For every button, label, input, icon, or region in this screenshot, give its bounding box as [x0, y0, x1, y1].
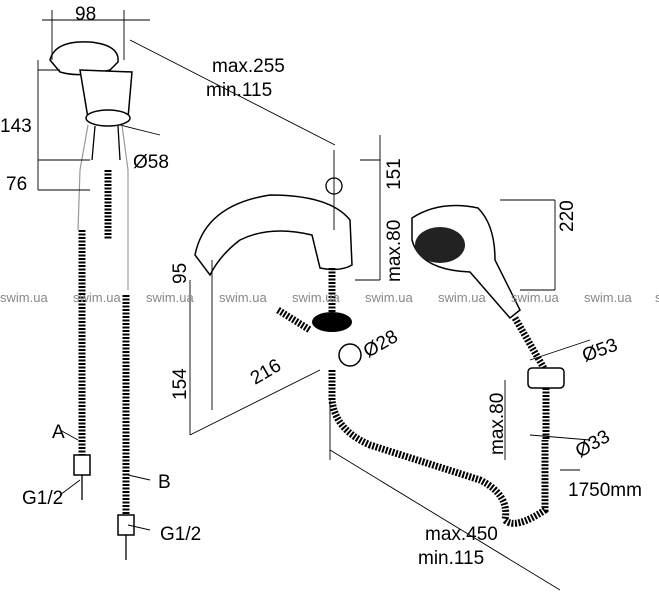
- spout-drawing: [194, 150, 362, 367]
- dim-hose-reach-max: max.450: [425, 524, 498, 545]
- shower-holder-drawing: [527, 367, 565, 440]
- dim-spout-outlet-height: 95: [170, 263, 191, 284]
- watermark: swim.ua: [219, 290, 267, 305]
- dim-hose-reach-min: min.115: [418, 548, 484, 569]
- hand-shower-drawing: [411, 204, 549, 372]
- watermark: swim.ua: [511, 290, 559, 305]
- hose-b-label: B: [158, 472, 171, 493]
- dim-spout-shank-diameter: Ø28: [360, 326, 402, 362]
- hose-a-label: A: [52, 422, 65, 443]
- watermark: swim.ua: [655, 290, 659, 305]
- watermark: swim.ua: [584, 290, 632, 305]
- dim-lever-width: 98: [75, 4, 96, 25]
- shower-hose-drawing: [328, 370, 549, 527]
- watermark: swim.ua: [0, 290, 48, 305]
- thread-b-label: G1/2: [160, 524, 201, 545]
- watermark: swim.ua: [365, 290, 413, 305]
- dim-shower-head-length: 220: [557, 200, 578, 232]
- dim-spout-shank-max: max.80: [384, 220, 405, 282]
- thread-a-label: G1/2: [22, 488, 63, 509]
- mixer-lever-drawing: [49, 41, 133, 290]
- watermark: swim.ua: [146, 290, 194, 305]
- watermark-row: swim.ua swim.ua swim.ua swim.ua swim.ua …: [0, 290, 659, 305]
- dim-holder-diameter: Ø53: [580, 335, 621, 367]
- watermark: swim.ua: [73, 290, 121, 305]
- dim-hose-length: 1750mm: [568, 480, 642, 501]
- dimension-lines: [37, 10, 591, 591]
- supply-hoses-drawing: [73, 170, 135, 560]
- dim-spout-reach-max: max.255: [212, 56, 285, 77]
- dim-spout-length: 216: [247, 355, 285, 389]
- watermark: swim.ua: [292, 290, 340, 305]
- dim-lever-height: 143: [0, 116, 32, 137]
- dim-spout-reach-min: min.115: [206, 80, 272, 101]
- dim-spout-height: 151: [384, 158, 405, 190]
- watermark: swim.ua: [438, 290, 486, 305]
- dim-holder-shank-diameter: Ø33: [572, 426, 614, 462]
- dim-base-height: 76: [6, 174, 27, 195]
- dim-total-height: 154: [170, 368, 191, 400]
- dim-holder-shank-max: max.80: [487, 393, 508, 455]
- dim-base-diameter: Ø58: [133, 152, 169, 173]
